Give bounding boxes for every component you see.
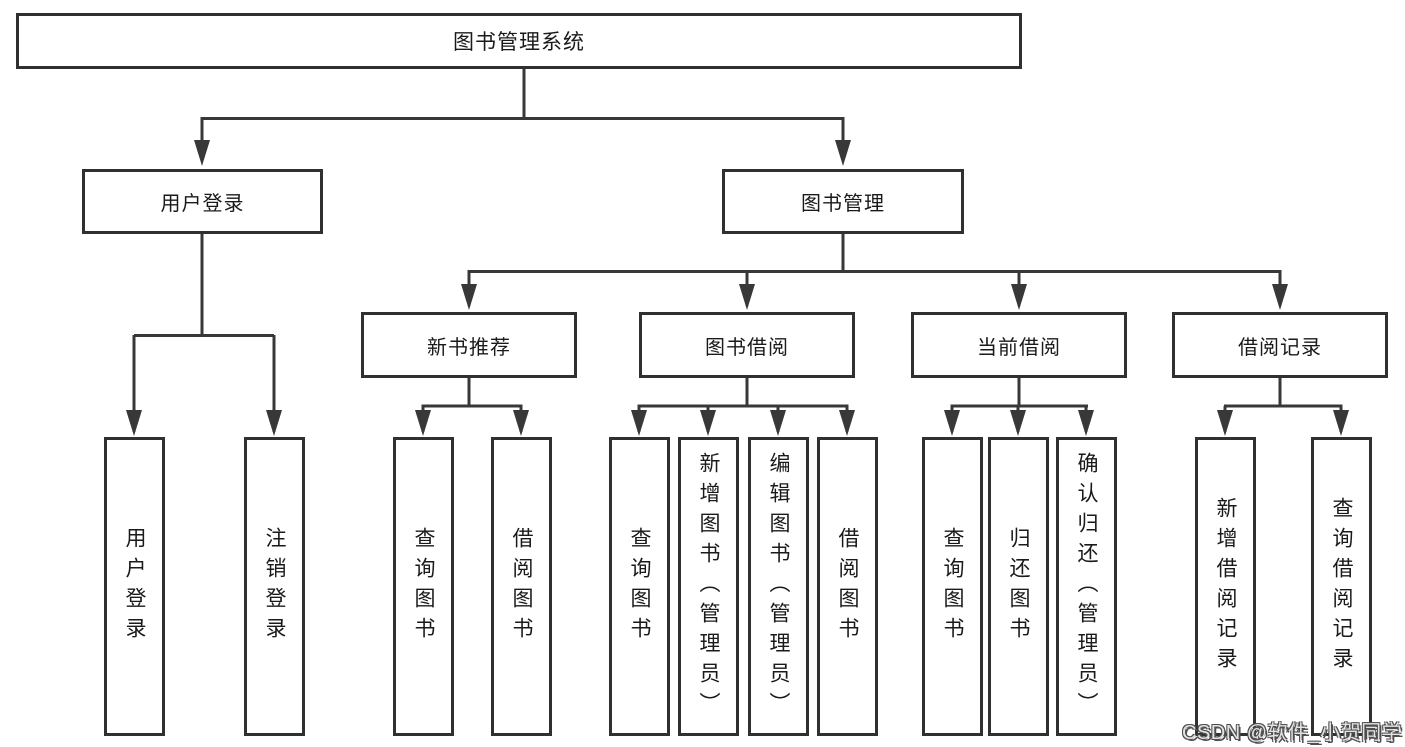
- leaf-logout: 注销登录: [244, 437, 305, 736]
- leaf-return-book: 归还图书: [988, 437, 1049, 736]
- leaf-user-login: 用户登录: [104, 437, 165, 736]
- leaf-query-books-recommend: 查询图书: [393, 437, 454, 736]
- leaf-query-books-current: 查询图书: [922, 437, 983, 736]
- node-root-system: 图书管理系统: [16, 13, 1022, 69]
- connector-book-borrow: [631, 377, 855, 436]
- leaf-borrow-books: 借阅图书: [817, 437, 878, 736]
- leaf-add-borrow-record: 新增借阅记录: [1195, 437, 1256, 736]
- connector-new-book-recommend: [415, 377, 529, 436]
- node-book-borrow: 图书借阅: [639, 312, 855, 378]
- node-current-borrow: 当前借阅: [911, 312, 1127, 378]
- connector-current-borrow: [944, 377, 1094, 436]
- connector-book-management: [461, 233, 1288, 310]
- node-borrow-records: 借阅记录: [1172, 312, 1388, 378]
- connector-borrow-records: [1217, 377, 1349, 436]
- connector-root: [194, 68, 851, 166]
- node-book-management: 图书管理: [722, 169, 964, 234]
- leaf-confirm-return-admin: 确认归还（管理员）: [1056, 437, 1117, 736]
- node-user-login: 用户登录: [82, 169, 323, 234]
- leaf-query-books-borrow: 查询图书: [609, 437, 670, 736]
- connector-user-login: [126, 233, 282, 436]
- leaf-borrow-books-recommend: 借阅图书: [491, 437, 552, 736]
- leaf-add-book-admin: 新增图书（管理员）: [678, 437, 739, 736]
- leaf-edit-book-admin: 编辑图书（管理员）: [748, 437, 809, 736]
- csdn-watermark: CSDN @软件_小贺同学: [1182, 722, 1403, 744]
- node-new-book-recommend: 新书推荐: [361, 312, 577, 378]
- leaf-query-borrow-record: 查询借阅记录: [1311, 437, 1372, 736]
